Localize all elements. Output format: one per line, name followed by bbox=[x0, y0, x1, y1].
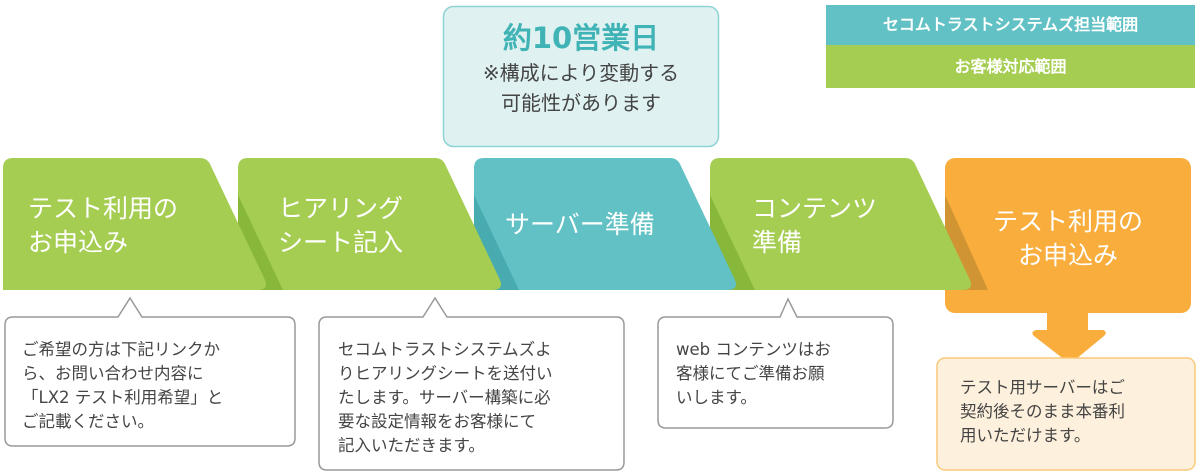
step-5-label: テスト利用の お申込み bbox=[945, 205, 1191, 273]
step-2-shape bbox=[238, 158, 501, 290]
duration-title: 約10営業日 bbox=[502, 21, 660, 55]
note-4-bubble bbox=[936, 357, 1196, 471]
step-4-line2: 準備 bbox=[752, 228, 803, 257]
step-5-shape bbox=[945, 158, 1191, 313]
duration-note-line1: ※構成により変動する bbox=[482, 61, 680, 85]
duration-content: 約10営業日 ※構成により変動する 可能性があります bbox=[443, 18, 719, 118]
note-line: セコムトラストシステムズよ bbox=[338, 340, 552, 359]
step-5-line1: テスト利用の bbox=[992, 207, 1143, 236]
step-5-line2: お申込み bbox=[1017, 241, 1118, 270]
note-line: たします。サーバー構築に必 bbox=[338, 388, 551, 407]
note-1-text: ご希望の方は下記リンクか ら、お問い合わせ内容に 「LX2 テスト利用希望」と … bbox=[22, 338, 223, 434]
note-line: 用いただけます。 bbox=[960, 426, 1091, 445]
note-line: web コンテンツはお bbox=[676, 340, 831, 359]
step-4-line1: コンテンツ bbox=[752, 194, 878, 223]
step-3-shape bbox=[474, 158, 736, 290]
note-2-text: セコムトラストシステムズよ りヒアリングシートを送付い たします。サーバー構築に… bbox=[338, 338, 553, 458]
legend-customer-bar bbox=[826, 45, 1195, 88]
note-3-bubble bbox=[657, 297, 894, 429]
step-4-label: コンテンツ 準備 bbox=[752, 192, 877, 260]
note-line: 要な設定情報をお客様にて bbox=[338, 412, 536, 431]
note-line: テスト用サーバーはご bbox=[960, 378, 1125, 397]
note-line: ご希望の方は下記リンクか bbox=[22, 340, 220, 359]
legend-secom-label: セコムトラストシステムズ担当範囲 bbox=[882, 15, 1139, 34]
step-1-shape bbox=[3, 158, 266, 290]
note-1-bubble bbox=[4, 296, 296, 447]
note-line: いします。 bbox=[676, 388, 757, 407]
note-line: 契約後そのまま本番利 bbox=[960, 402, 1125, 421]
note-2-bubble bbox=[318, 296, 625, 471]
legend-secom-bar bbox=[826, 5, 1195, 45]
note-line: 「LX2 テスト利用希望」と bbox=[22, 388, 224, 407]
duration-box bbox=[442, 5, 720, 148]
step-2-line1: ヒアリング bbox=[278, 194, 404, 223]
step-3-label: サーバー準備 bbox=[505, 210, 655, 239]
note-line: 記入いただきます。 bbox=[338, 436, 485, 455]
step-2-label: ヒアリング シート記入 bbox=[278, 192, 403, 260]
duration-note-line2: 可能性があります bbox=[501, 91, 661, 115]
note-3-text: web コンテンツはお 客様にてご準備お願 いします。 bbox=[676, 338, 831, 410]
note-line: 客様にてご準備お願 bbox=[676, 364, 825, 383]
down-arrow-icon bbox=[1032, 312, 1106, 364]
note-line: ご記載ください。 bbox=[22, 412, 154, 431]
step-2-line2: シート記入 bbox=[278, 228, 404, 257]
note-line: ら、お問い合わせ内容に bbox=[22, 364, 204, 383]
step-1-label: テスト利用の お申込み bbox=[28, 192, 178, 260]
step-4-shape bbox=[710, 158, 971, 290]
note-4-text: テスト用サーバーはご 契約後そのまま本番利 用いただけます。 bbox=[960, 376, 1125, 448]
step-1-line1: テスト利用の bbox=[28, 194, 179, 223]
step-1-line2: お申込み bbox=[28, 228, 129, 257]
note-line: りヒアリングシートを送付い bbox=[338, 364, 553, 383]
legend-customer-label: お客様対応範囲 bbox=[954, 57, 1067, 76]
